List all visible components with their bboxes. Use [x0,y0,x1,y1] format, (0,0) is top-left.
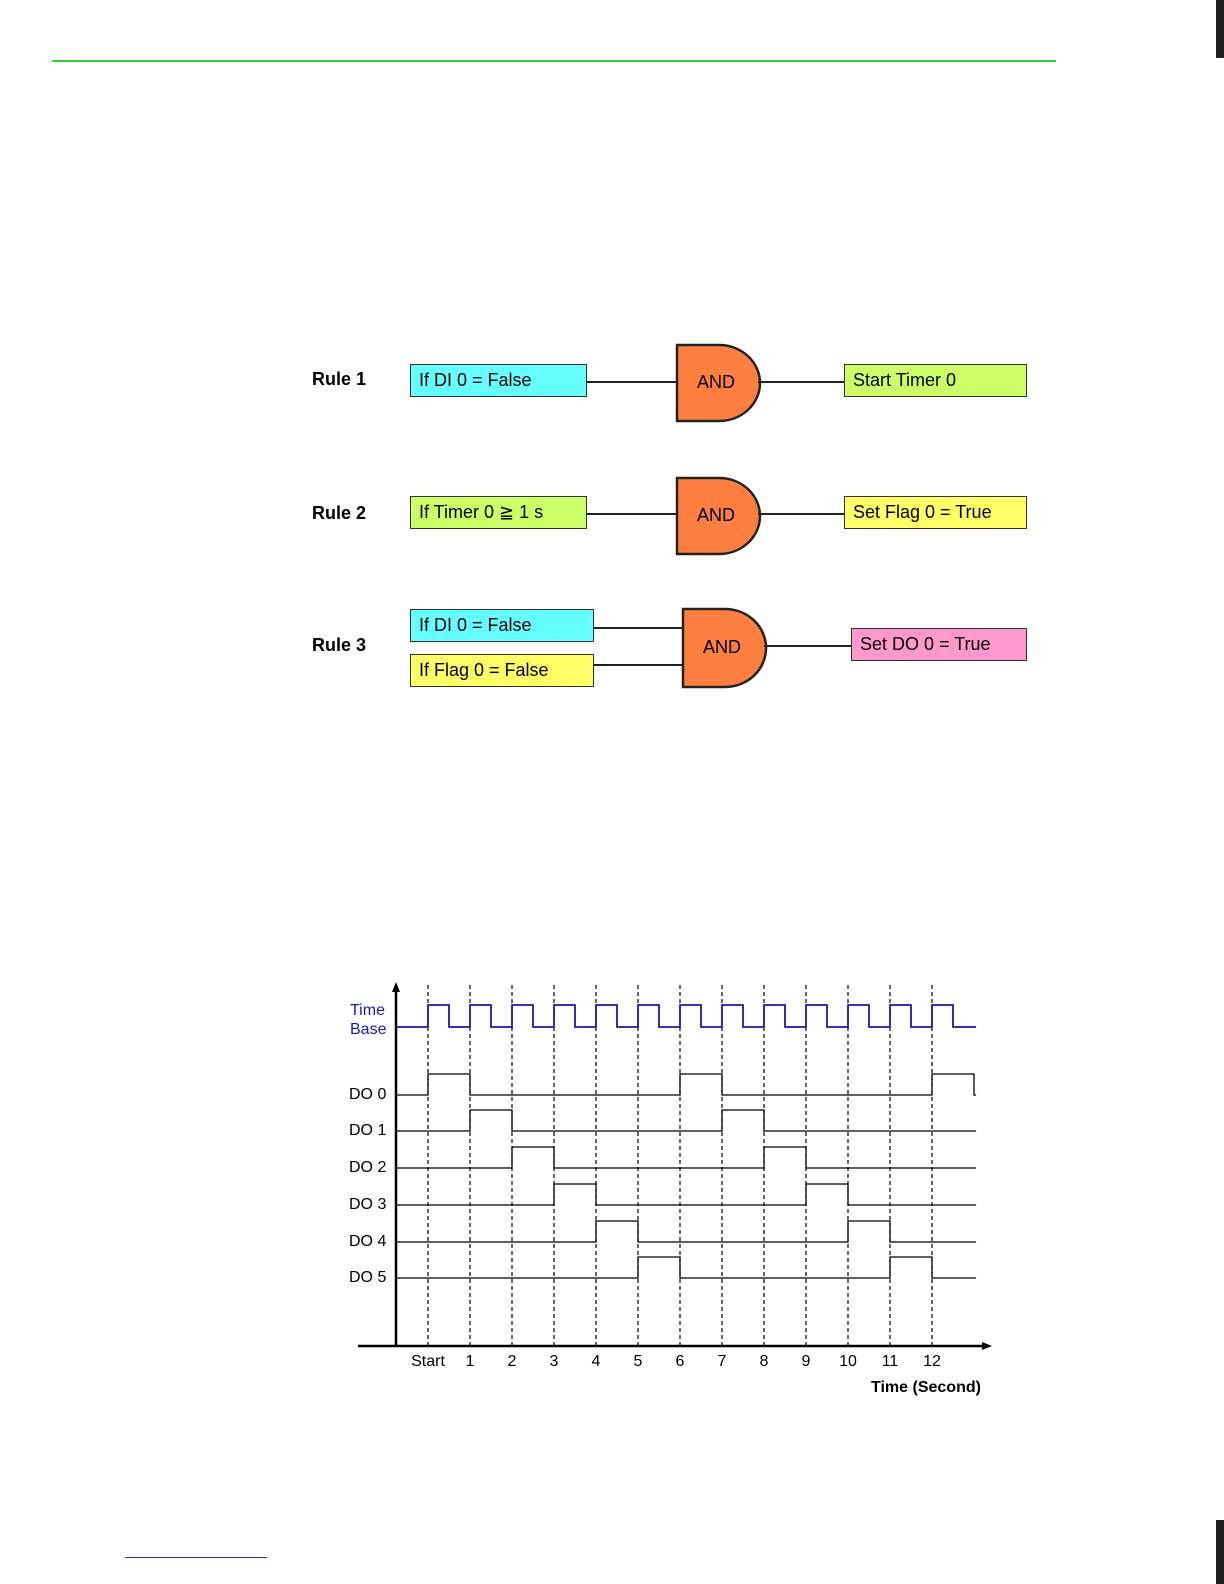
signal-label-do-0: DO 0 [349,1086,386,1103]
time-base-label-line1: Time [350,1002,385,1019]
waveform-do-5 [396,1257,976,1278]
waveform-do-4 [396,1221,976,1242]
waveform-do-1 [396,1110,976,1131]
waveform-do-3 [396,1184,976,1205]
waveform-do-0 [396,1074,976,1095]
time-base-path [396,1005,976,1027]
signal-label-do-3: DO 3 [349,1196,386,1213]
tick-label-5: 5 [634,1353,643,1370]
signal-label-do-2: DO 2 [349,1159,386,1176]
time-base-label-line2: Base [350,1021,387,1038]
tick-label-7: 7 [718,1353,727,1370]
tick-label-4: 4 [592,1353,601,1370]
tick-label-1: 1 [466,1353,475,1370]
timing-y-axis-arrow [392,982,400,992]
tick-label-8: 8 [760,1353,769,1370]
timing-x-axis-arrow [982,1342,992,1350]
time-base-wave [396,1005,976,1027]
timing-grid-lines [428,985,932,1346]
signal-labels: DO 0 DO 1 DO 2 DO 3 DO 4 DO 5 [349,1086,386,1286]
signal-label-do-4: DO 4 [349,1233,386,1250]
tick-label-6: 6 [676,1353,685,1370]
tick-label-12: 12 [923,1353,941,1370]
tick-label-2: 2 [508,1353,517,1370]
waveform-do-2 [396,1147,976,1168]
tick-label-11: 11 [882,1353,899,1370]
tick-label-3: 3 [550,1353,559,1370]
tick-label-0: Start [411,1353,445,1370]
timing-x-axis-title: Time (Second) [871,1379,981,1396]
tick-label-10: 10 [839,1353,857,1370]
footer-rule [125,1557,267,1558]
tick-label-9: 9 [802,1353,811,1370]
do-waves [396,1074,976,1278]
signal-label-do-1: DO 1 [349,1122,386,1139]
signal-label-do-5: DO 5 [349,1269,386,1286]
